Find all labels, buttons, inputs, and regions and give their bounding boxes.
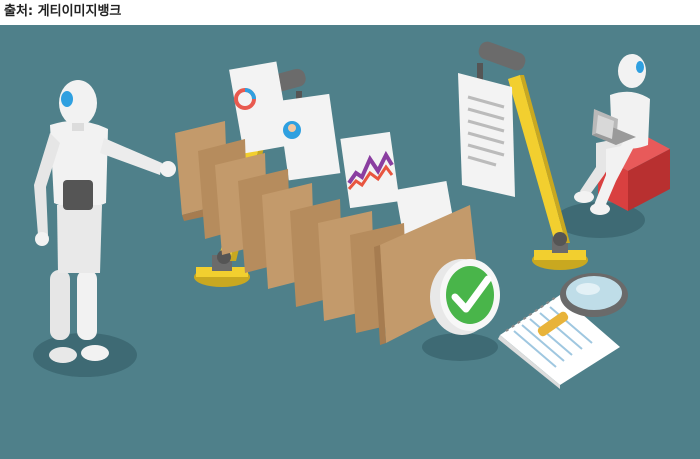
image-caption: 출처: 게티이미지뱅크 <box>4 4 122 19</box>
robot-left <box>34 80 176 363</box>
illustration <box>0 25 700 459</box>
document-held <box>458 73 515 197</box>
magnifier-icon <box>537 273 628 337</box>
check-icon <box>430 259 500 335</box>
laptop <box>592 109 636 145</box>
robot-arm-right <box>477 41 588 270</box>
folder-stack <box>175 61 480 345</box>
notepad <box>498 295 620 389</box>
